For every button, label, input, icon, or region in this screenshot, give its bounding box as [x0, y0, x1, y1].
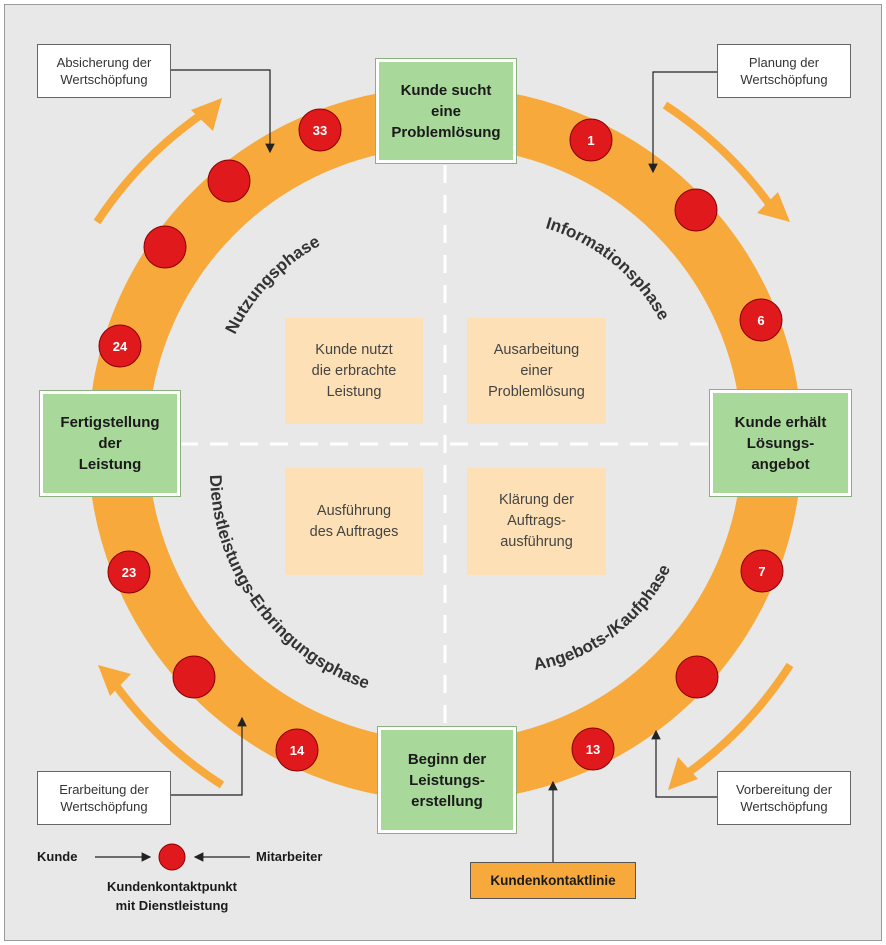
contact-point-33: 33 [298, 108, 342, 152]
callout-line-top-right [648, 71, 717, 174]
contact-point [207, 159, 251, 203]
note-securing-value-creation: Absicherung der Wertschöpfung [37, 44, 171, 98]
milestone-bottom: Beginn der Leistungs- erstellung [378, 727, 516, 833]
direction-arrow-top-right [662, 101, 790, 222]
contact-point-24: 24 [98, 324, 142, 368]
milestone-left: Fertigstellung der Leistung [40, 391, 180, 496]
svg-text:23: 23 [122, 565, 136, 580]
contact-point-23: 23 [107, 550, 151, 594]
svg-text:1: 1 [587, 133, 594, 148]
contact-point-6: 6 [739, 298, 783, 342]
direction-arrow-bottom-left [98, 665, 225, 789]
svg-text:6: 6 [757, 313, 764, 328]
contact-point-13: 13 [571, 727, 615, 771]
callout-line-top-left [171, 69, 275, 154]
svg-text:24: 24 [113, 339, 128, 354]
svg-text:7: 7 [758, 564, 765, 579]
legend-label-mitarbeiter: Mitarbeiter [256, 849, 323, 864]
note-preparing-value-creation: Vorbereitung der Wertschöpfung [717, 771, 851, 825]
svg-text:14: 14 [290, 743, 305, 758]
contact-point [675, 655, 719, 699]
direction-arrow-top-left [93, 98, 222, 225]
milestone-right: Kunde erhält Lösungs- angebot [710, 390, 851, 496]
legend-caption-line1: Kundenkontaktpunkt [107, 879, 237, 894]
legend-caption-line2: mit Dienstleistung [115, 898, 229, 913]
note-developing-value-creation: Erarbeitung der Wertschöpfung [37, 771, 171, 825]
contact-line-label: Kundenkontaktlinie [470, 862, 636, 899]
svg-text:33: 33 [313, 123, 327, 138]
callout-line-bottom-left [171, 716, 247, 796]
svg-text:13: 13 [586, 742, 600, 757]
contact-point-14: 14 [275, 728, 319, 772]
contact-point-7: 7 [740, 549, 784, 593]
quadrant-box-bottom-left: Ausführung des Auftrages [285, 468, 423, 575]
milestone-top: Kunde sucht eine Problemlösung [376, 59, 516, 163]
quadrant-box-bottom-right: Klärung der Auftrags- ausführung [467, 468, 606, 575]
quadrant-box-top-right: Ausarbeitung einer Problemlösung [467, 318, 606, 424]
contact-point-1: 1 [569, 118, 613, 162]
legend-label-kunde: Kunde [37, 849, 78, 864]
contact-point [143, 225, 187, 269]
direction-arrow-bottom-right [668, 662, 794, 790]
quadrant-box-top-left: Kunde nutzt die erbrachte Leistung [285, 318, 423, 424]
contact-point [674, 188, 718, 232]
note-planning-value-creation: Planung der Wertschöpfung [717, 44, 851, 98]
contact-point [172, 655, 216, 699]
callout-line-bottom-right [651, 729, 717, 798]
legend-contact-point [158, 843, 186, 871]
